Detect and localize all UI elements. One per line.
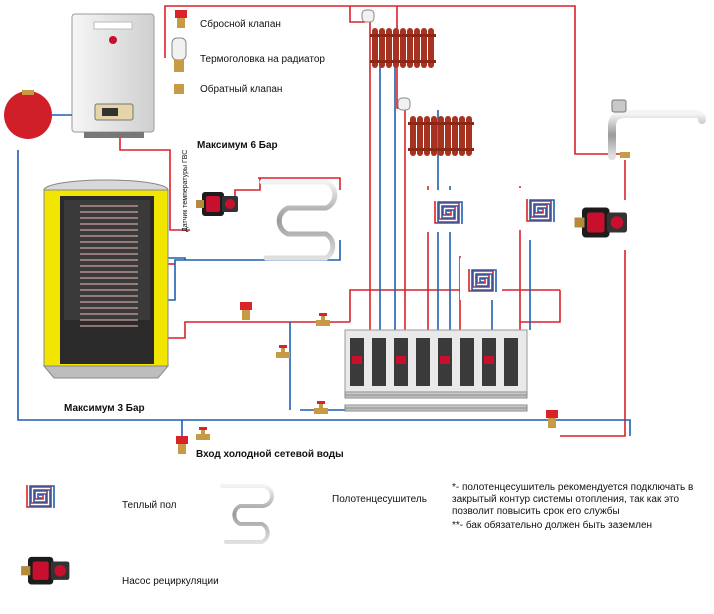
note-towel-rail: *- полотенцесушитель рекомендуется подкл… [452,482,694,517]
relief-valve-icon [175,10,187,28]
expansion-tank-icon [4,90,72,139]
legend-thermo-head: Термоголовка на радиатор [200,54,325,65]
note-grounding: **- бак обязательно должен быть заземлен [452,520,653,531]
check-valve-icon [276,345,290,358]
towel-rail-icon [220,484,274,544]
warm-floor-icon [425,189,469,233]
boiler-icon [71,13,155,138]
pump-icon [574,207,627,238]
faucet-icon [608,99,706,160]
thermo-head-icon [361,9,411,111]
legend-recirc-pump: Насос рециркуляции [122,576,219,587]
towel-rail-icon [259,179,338,261]
thermo-head-icon [171,37,187,72]
label-cold-water-inlet: Вход холодной сетевой воды [196,449,344,460]
check-valve-icon [174,84,184,94]
warm-floor-icon [17,473,61,517]
radiator-icon [370,28,436,68]
storage-tank [42,179,170,379]
check-valve-icon [316,313,330,326]
relief-valve-icon [240,302,252,320]
legend-relief-valve: Сбросной клапан [200,19,281,30]
relief-valve-icon [546,410,558,428]
check-valve-icon [176,436,188,454]
label-max-6-bar: Максимум 6 Бар [197,140,278,151]
label-dhw-sensor: Датчик температуры ГВС [182,149,189,232]
warm-floor-icon [459,257,503,301]
radiator-icon [408,116,474,156]
warm-floor-icon [517,187,561,231]
legend-check-valve: Обратный клапан [200,84,283,95]
manifold-icon [344,329,528,412]
legend-towel-rail: Полотенцесушитель [332,494,427,505]
label-max-3-bar: Максимум 3 Бар [64,403,145,414]
pump-icon [196,192,238,216]
check-valve-icon [196,427,210,440]
pump-icon [21,556,70,585]
legend-warm-floor: Теплый пол [122,500,177,511]
check-valve-icon [314,401,328,414]
